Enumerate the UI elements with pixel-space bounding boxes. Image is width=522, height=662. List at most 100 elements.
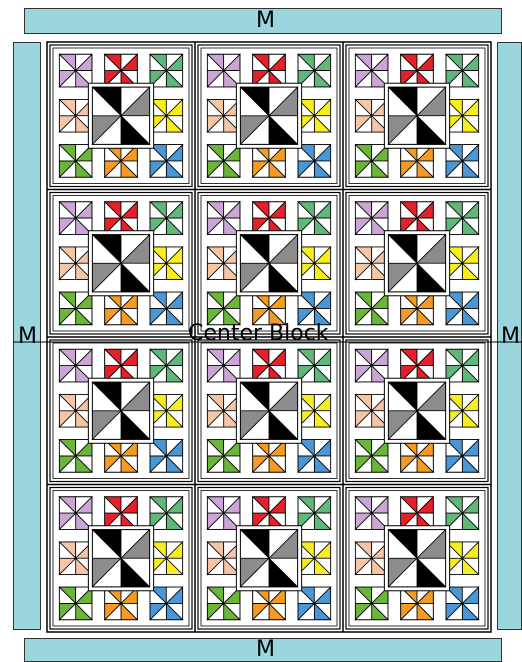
pinwheel-green	[150, 54, 183, 87]
pinwheel-blue	[446, 292, 479, 325]
pinwheel-orange	[401, 292, 434, 325]
pinwheel-peach	[59, 99, 92, 132]
pinwheel-red	[253, 497, 286, 530]
pinwheel-blue	[298, 145, 331, 178]
pinwheel-orange	[253, 145, 286, 178]
pinwheel-green	[446, 54, 479, 87]
pinwheel-peach	[355, 247, 388, 280]
pinwheel-olive-green	[59, 587, 92, 620]
pinwheel-blue	[298, 292, 331, 325]
pinwheel-purple	[207, 202, 240, 235]
pinwheel-blue	[446, 587, 479, 620]
quilt-block	[198, 488, 340, 630]
pinwheel-purple	[207, 497, 240, 530]
pinwheel-green	[446, 497, 479, 530]
pinwheel-olive-green	[59, 145, 92, 178]
quilt-block	[346, 193, 488, 335]
pinwheel-peach	[207, 247, 240, 280]
pinwheel-peach	[207, 99, 240, 132]
pinwheel-orange	[105, 292, 138, 325]
pinwheel-blue	[150, 587, 183, 620]
pinwheel-blue	[298, 587, 331, 620]
pinwheel-green	[298, 497, 331, 530]
pinwheel-purple	[59, 349, 92, 382]
pinwheel-yellow	[298, 542, 331, 575]
pinwheel-olive-green	[59, 292, 92, 325]
pinwheel-olive-green	[207, 440, 240, 473]
pinwheel-purple	[59, 54, 92, 87]
pinwheel-olive-green	[207, 145, 240, 178]
pinwheel-orange	[253, 587, 286, 620]
pinwheel-orange	[401, 440, 434, 473]
center-pinwheel	[388, 235, 445, 292]
pinwheel-peach	[59, 542, 92, 575]
pinwheel-red	[401, 497, 434, 530]
pinwheel-peach	[59, 247, 92, 280]
quilt-block	[346, 45, 488, 187]
pinwheel-peach	[355, 99, 388, 132]
pinwheel-yellow	[150, 394, 183, 427]
pinwheel-yellow	[446, 542, 479, 575]
pinwheel-purple	[207, 349, 240, 382]
center-pinwheel	[388, 87, 445, 144]
pinwheel-red	[105, 349, 138, 382]
pinwheel-green	[150, 202, 183, 235]
quilt-block	[346, 488, 488, 630]
pinwheel-purple	[355, 202, 388, 235]
pinwheel-orange	[253, 440, 286, 473]
pinwheel-blue	[298, 440, 331, 473]
pinwheel-peach	[207, 394, 240, 427]
pinwheel-green	[446, 202, 479, 235]
pinwheel-purple	[355, 497, 388, 530]
pinwheel-purple	[59, 202, 92, 235]
pinwheel-olive-green	[59, 440, 92, 473]
pinwheel-red	[401, 349, 434, 382]
pinwheel-yellow	[150, 542, 183, 575]
center-pinwheel	[240, 530, 297, 587]
pinwheel-red	[105, 497, 138, 530]
pinwheel-peach	[355, 394, 388, 427]
center-pinwheel	[240, 235, 297, 292]
pinwheel-yellow	[298, 247, 331, 280]
center-pinwheel	[388, 382, 445, 439]
pinwheel-red	[253, 202, 286, 235]
center-pinwheel	[240, 382, 297, 439]
pinwheel-red	[253, 54, 286, 87]
pinwheel-yellow	[446, 394, 479, 427]
pinwheel-blue	[150, 292, 183, 325]
pinwheel-purple	[207, 54, 240, 87]
pinwheel-orange	[253, 292, 286, 325]
pinwheel-olive-green	[355, 292, 388, 325]
pinwheel-green	[150, 497, 183, 530]
pinwheel-olive-green	[207, 292, 240, 325]
center-pinwheel	[92, 87, 149, 144]
quilt-block	[198, 45, 340, 187]
quilt-block	[50, 340, 192, 482]
pinwheel-green	[446, 349, 479, 382]
pinwheel-olive-green	[355, 145, 388, 178]
center-pinwheel	[92, 382, 149, 439]
pinwheel-olive-green	[355, 440, 388, 473]
pinwheel-yellow	[446, 99, 479, 132]
pinwheel-yellow	[446, 247, 479, 280]
pinwheel-peach	[355, 542, 388, 575]
pinwheel-green	[298, 202, 331, 235]
quilt-block	[198, 193, 340, 335]
pinwheel-blue	[150, 145, 183, 178]
center-pinwheel	[92, 530, 149, 587]
pinwheel-red	[253, 349, 286, 382]
quilt-block	[50, 488, 192, 630]
pinwheel-blue	[446, 145, 479, 178]
pinwheel-red	[105, 202, 138, 235]
pinwheel-purple	[355, 349, 388, 382]
pinwheel-yellow	[298, 99, 331, 132]
pinwheel-orange	[105, 145, 138, 178]
pinwheel-blue	[446, 440, 479, 473]
quilt-block	[50, 45, 192, 187]
pinwheel-red	[401, 54, 434, 87]
pinwheel-blue	[150, 440, 183, 473]
pinwheel-orange	[105, 587, 138, 620]
pinwheel-green	[298, 349, 331, 382]
pinwheel-purple	[59, 497, 92, 530]
pinwheel-green	[298, 54, 331, 87]
